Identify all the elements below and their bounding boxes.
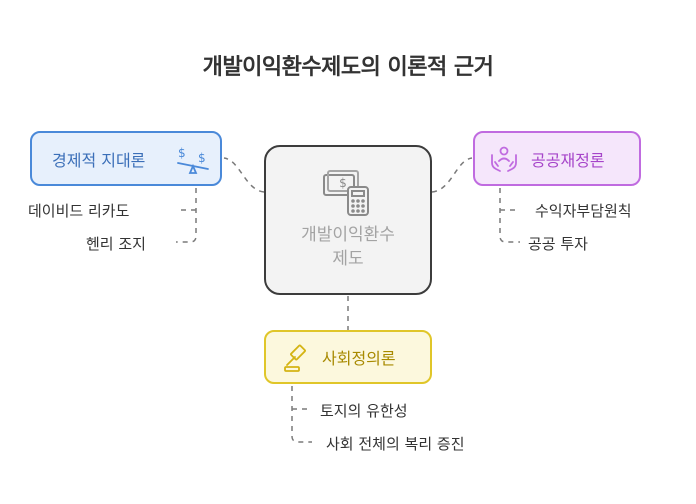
gavel-icon xyxy=(284,344,306,372)
center-label-line1: 개발이익환수 xyxy=(301,225,395,245)
connector-center-public xyxy=(431,157,473,193)
center-label: 개발이익환수 제도 xyxy=(283,223,413,271)
leaf-economic-2: 헨리 조지 xyxy=(86,235,146,253)
connector-public-leaves xyxy=(499,188,520,243)
branch-economic-label: 경제적 지대론 xyxy=(52,150,146,170)
branch-public-finance: 공공재정론 xyxy=(473,131,641,186)
svg-text:$: $ xyxy=(339,176,347,190)
branch-public-label: 공공재정론 xyxy=(531,150,605,170)
leaf-public-1: 수익자부담원칙 xyxy=(535,202,632,220)
branch-social-justice: 사회정의론 xyxy=(264,330,432,384)
leaf-public-2: 공공 투자 xyxy=(528,235,588,253)
money-calculator-icon: $ xyxy=(323,170,369,216)
branch-economic-rent: 경제적 지대론 $ $ xyxy=(30,131,222,186)
center-label-line2: 제도 xyxy=(332,249,364,269)
svg-text:$: $ xyxy=(178,146,186,160)
svg-text:$: $ xyxy=(198,151,206,165)
hands-person-icon xyxy=(491,146,517,172)
leaf-social-2: 사회 전체의 복리 증진 xyxy=(326,435,465,453)
leaf-economic-1: 데이비드 리카도 xyxy=(28,202,130,220)
diagram-title: 개발이익환수제도의 이론적 근거 xyxy=(202,55,494,80)
leaf-social-1: 토지의 유한성 xyxy=(320,402,408,420)
connector-social-leaves xyxy=(291,386,312,443)
branch-social-label: 사회정의론 xyxy=(322,349,396,368)
seesaw-coin-icon: $ $ xyxy=(177,146,209,174)
connector-economic-leaves xyxy=(176,188,197,243)
connector-center-economic xyxy=(223,157,265,193)
center-node: $ 개발이익환수 제도 xyxy=(264,145,432,295)
